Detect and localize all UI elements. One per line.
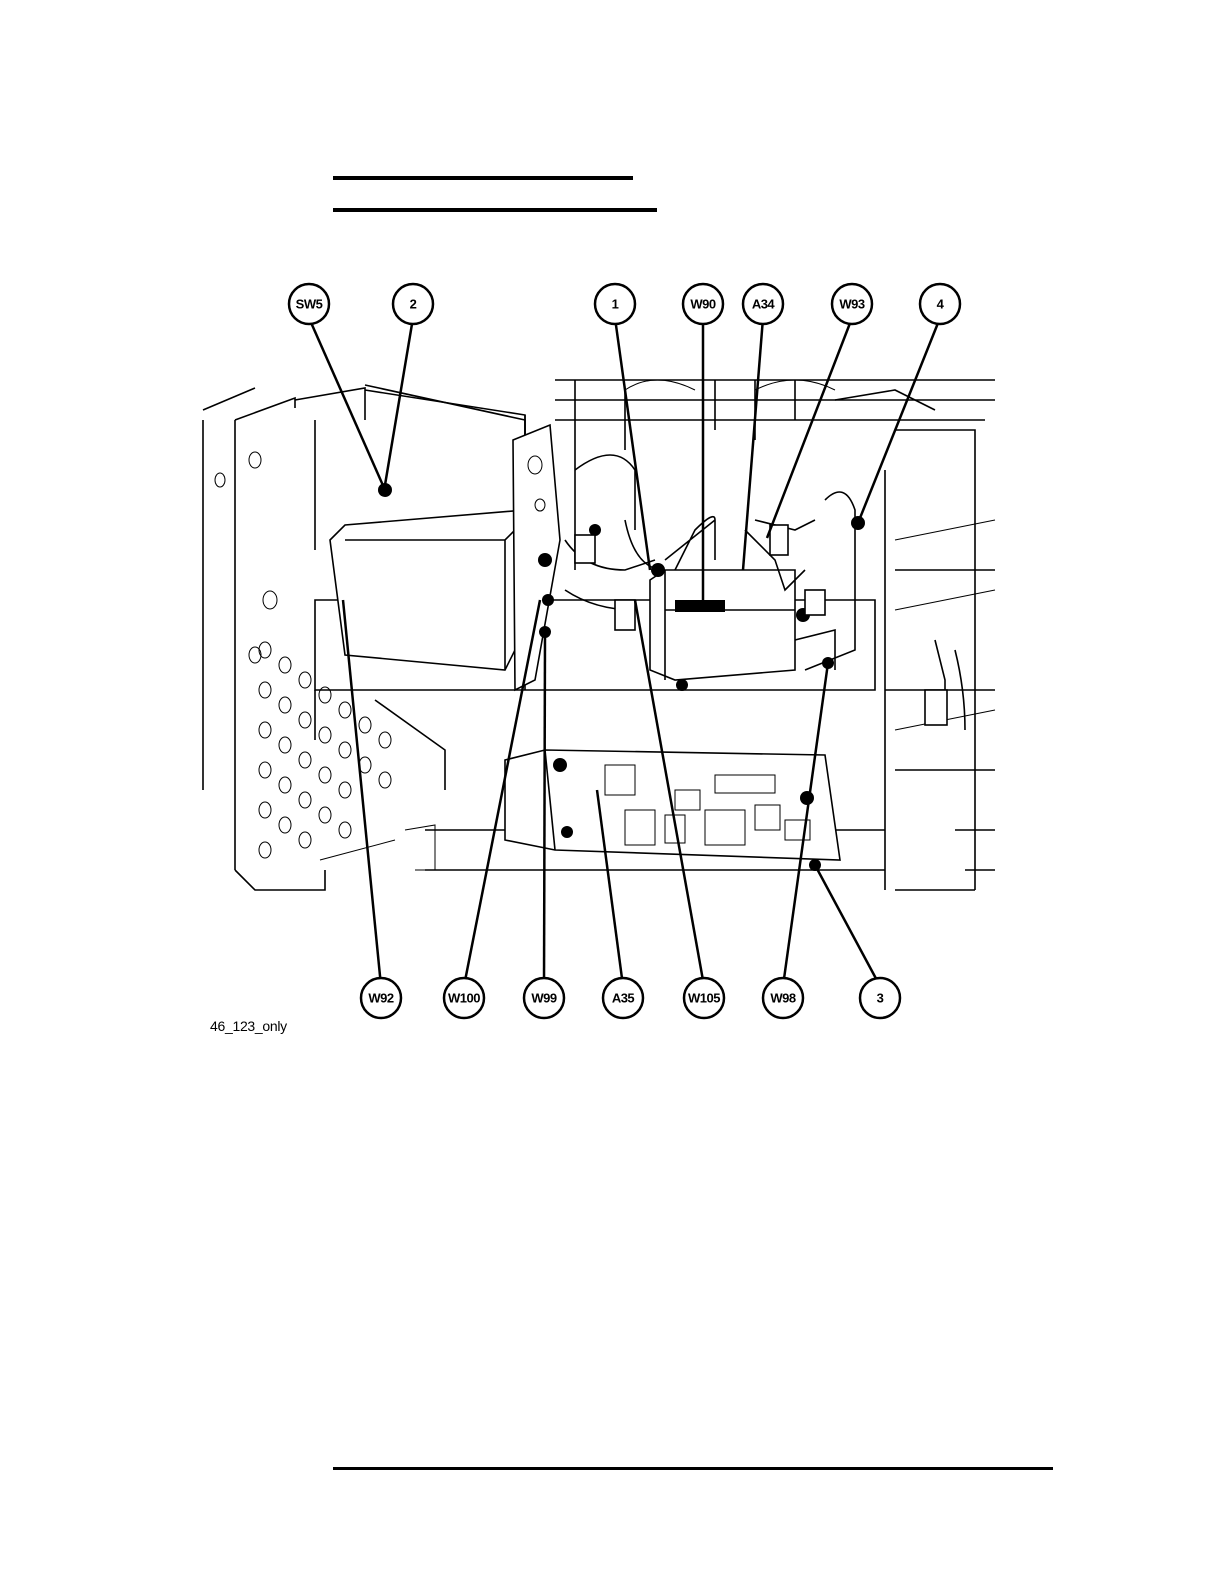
callout-label-w98: W98 [770,991,796,1006]
a35-board [320,750,840,871]
callout-label-a35: A35 [612,991,635,1006]
header-rule-second [333,208,657,212]
callout-3: 3 [860,978,900,1018]
callout-label-1: 1 [612,297,619,312]
callout-label-2: 2 [410,297,417,312]
a34-module [650,492,865,691]
callout-w92: W92 [361,978,401,1018]
callout-label-w92: W92 [368,991,394,1006]
callout-w98: W98 [763,978,803,1018]
callout-w100: W100 [444,978,484,1018]
callout-label-w93: W93 [839,297,865,312]
footer-rule [333,1467,1053,1470]
callouts-top: SW5 2 1 W90 A34 W93 [289,284,960,324]
assembly-illustration: SW5 2 1 W90 A34 W93 [195,270,1005,1050]
assembly-drawing: SW5 2 1 W90 A34 W93 [195,270,1005,1050]
callout-2: 2 [393,284,433,324]
header-rule-top [333,176,633,180]
callouts-bottom: W92 W100 W99 A35 W105 W98 [361,978,900,1018]
callout-label-a34: A34 [752,297,776,312]
figure-id-label: 46_123_only [210,1018,287,1034]
callout-sw5: SW5 [289,284,329,324]
callout-label-w105: W105 [688,991,720,1006]
callout-w90: W90 [683,284,723,324]
callout-a35: A35 [603,978,643,1018]
callout-label-w90: W90 [690,297,716,312]
ferrite-cable [925,640,965,730]
callout-w99: W99 [524,978,564,1018]
callout-w105: W105 [684,978,724,1018]
callout-label-w100: W100 [448,991,480,1006]
callout-4: 4 [920,284,960,324]
callout-1: 1 [595,284,635,324]
callout-w93: W93 [832,284,872,324]
callout-a34: A34 [743,284,783,324]
callout-label-3: 3 [877,991,884,1006]
callout-label-w99: W99 [531,991,557,1006]
callout-label-sw5: SW5 [296,297,323,312]
sw5-switch [330,385,525,670]
perforated-panel [259,642,391,858]
